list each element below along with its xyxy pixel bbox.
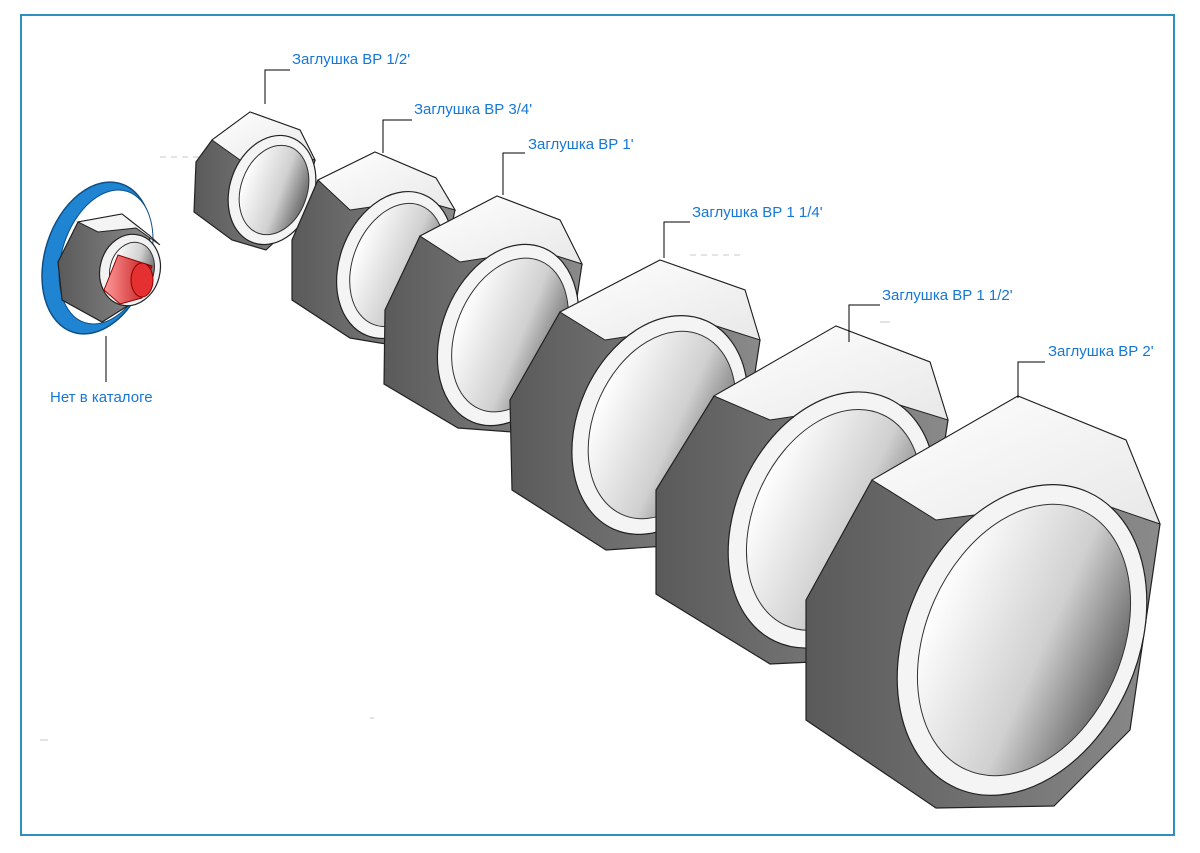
label-plug-1-1-2: Заглушка ВР 1 1/2' (882, 287, 1013, 304)
faint-marks (40, 156, 890, 741)
leader-lines (105, 69, 1045, 398)
label-plug-1-1-4: Заглушка ВР 1 1/4' (692, 204, 823, 221)
label-plug-3-4: Заглушка ВР 3/4' (414, 101, 533, 118)
label-plug-1: Заглушка ВР 1' (528, 136, 634, 153)
label-plug-2: Заглушка ВР 2' (1048, 343, 1154, 360)
plug-2 (805, 395, 1161, 809)
label-not-in-catalog: Нет в каталоге (50, 389, 153, 406)
washer-assembly (41, 181, 162, 335)
plug-1-2 (193, 111, 317, 251)
label-plug-1-2: Заглушка ВР 1/2' (292, 51, 411, 68)
